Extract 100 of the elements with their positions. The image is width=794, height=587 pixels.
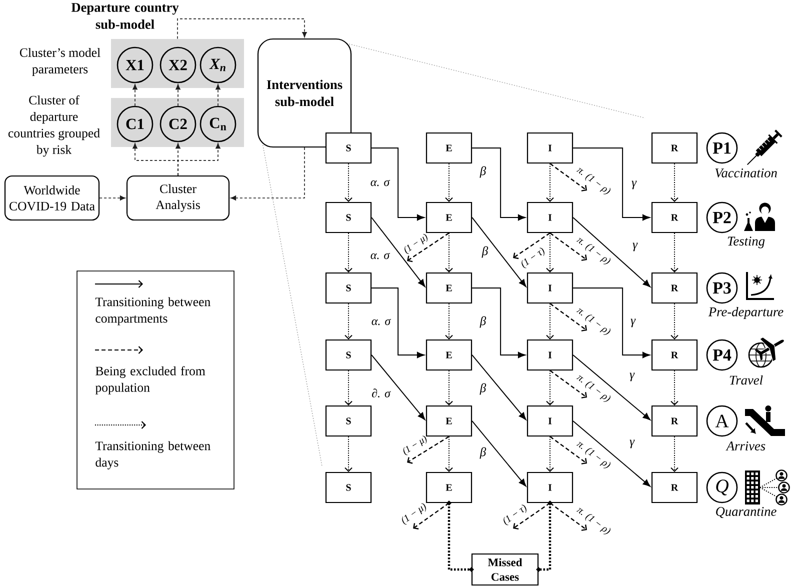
arrow (546, 232, 554, 272)
arrow (572, 420, 650, 487)
arrow (670, 436, 678, 472)
arrow (177, 18, 307, 40)
edge-label: π. (1 − ρ) (576, 442, 610, 468)
arrow (344, 303, 352, 340)
compartment-box: I (526, 132, 574, 164)
arrow (513, 502, 550, 530)
edge-label: π. (1 − ρ) (576, 308, 610, 335)
edge-label: π. (1 − ρ) (576, 375, 610, 402)
edge-label: β (480, 383, 486, 395)
arrow (344, 370, 352, 406)
arrow (407, 436, 450, 464)
compartment-box: I (526, 472, 574, 504)
edge-label: α. σ (370, 180, 390, 186)
compartment-box: S (325, 132, 372, 164)
compartment-box: R (651, 132, 698, 164)
arrow (371, 148, 424, 221)
arrow (472, 217, 526, 287)
compartment-box: R (651, 472, 698, 504)
arrow (550, 303, 587, 332)
compartment-box: I (526, 339, 574, 371)
compartment-box: S (325, 339, 372, 371)
edge-label: β (480, 447, 486, 459)
arrow (550, 436, 587, 464)
edge-label: π. (1 − ρ) (576, 168, 610, 194)
arrow (407, 232, 450, 262)
arrow (572, 217, 650, 288)
compartment-box: E (426, 132, 472, 164)
arrow (445, 370, 453, 406)
edge-label: (1 − μ) (403, 436, 427, 456)
arrow (550, 232, 587, 261)
arrow (670, 232, 678, 272)
arrow (413, 502, 450, 530)
arrow (371, 288, 424, 358)
arrow (546, 303, 554, 340)
arrow (371, 217, 426, 287)
edge-label: γ (630, 440, 635, 448)
arrow (546, 163, 554, 202)
arrow (132, 84, 138, 106)
compartment-box: S (325, 472, 372, 504)
arrow (472, 354, 526, 420)
arrow (550, 163, 587, 192)
edge-label: π. (1 − ρ) (576, 238, 610, 264)
compartment-box: R (651, 202, 698, 234)
compartment-box: I (526, 272, 574, 304)
node-label: Pre-departure (708, 306, 784, 320)
node-label: Quarantine (716, 507, 776, 518)
edge-label: γ (630, 318, 636, 328)
compartment-box: E (426, 339, 472, 371)
process-box: Cluster Analysis (126, 175, 230, 221)
title: Departure country sub-model (71, 3, 179, 29)
band-heading: Cluster of departure countries grouped by risk (8, 95, 100, 157)
legend-text: Transitioning between days (95, 441, 210, 470)
edge-label: γ (630, 372, 635, 382)
node-label: Testing (728, 236, 765, 248)
edge-label: (1 − μ) (404, 234, 428, 254)
compartment-box: I (526, 202, 574, 234)
band-heading: Cluster’s model parameters (20, 48, 100, 76)
arrow (216, 84, 220, 106)
edge-label: β (480, 166, 486, 178)
arrow (572, 288, 650, 358)
arrow (670, 163, 678, 202)
arrow (99, 196, 126, 200)
edge-label: ∂. σ (372, 388, 391, 398)
edge-label: (1 − τ) (504, 504, 526, 526)
arrow (550, 370, 587, 398)
compartment-box: E (426, 405, 472, 437)
arrow (445, 303, 453, 340)
node-label: Arrives (726, 442, 766, 450)
legend-text: Being excluded from population (95, 366, 206, 394)
compartment-box: R (651, 405, 698, 437)
arrow (546, 370, 554, 406)
arrow (670, 370, 678, 406)
arrow (550, 502, 587, 531)
arrow (230, 147, 305, 200)
arrow (472, 288, 526, 358)
edge-label: γ (632, 242, 638, 252)
compartment-box: I (526, 405, 574, 437)
edge-label: γ (632, 180, 637, 190)
arrow (670, 303, 678, 340)
data-box: Worldwide COVID-19 Data (4, 175, 100, 221)
arrow (472, 420, 526, 486)
missed-cases-box: Missed Cases (471, 553, 539, 586)
arrow (371, 354, 426, 420)
arrow (572, 148, 650, 221)
compartment-box: R (651, 339, 698, 371)
arrow (445, 232, 453, 272)
arrow (445, 163, 453, 202)
compartment-box: R (651, 272, 698, 304)
arrow (344, 163, 352, 202)
connector-line (446, 500, 474, 572)
edge-label: α. σ (372, 318, 391, 326)
arrow (572, 354, 650, 420)
compartment-box: E (426, 472, 472, 504)
compartment-box: E (426, 272, 472, 304)
compartment-box: E (426, 202, 472, 234)
arrow (513, 232, 550, 260)
node-label: Travel (730, 375, 763, 385)
arrow (344, 232, 352, 272)
